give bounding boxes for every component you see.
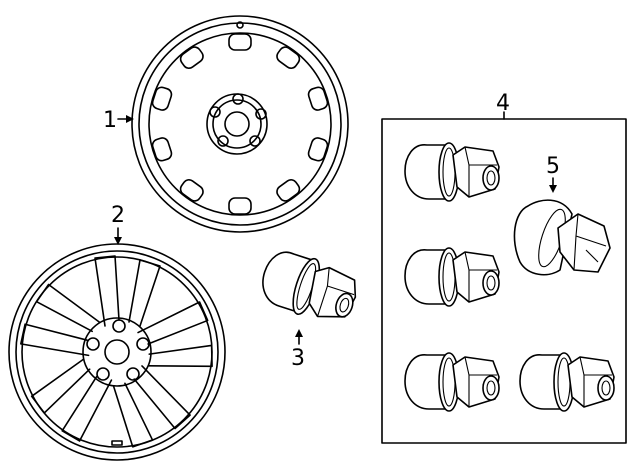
svg-text:5: 5 <box>546 154 560 179</box>
svg-text:1: 1 <box>103 108 117 133</box>
steel-wheel-icon <box>131 15 349 233</box>
callout-3: 3 <box>291 329 305 371</box>
callout-1: 1 <box>103 108 134 133</box>
alloy-wheel-icon <box>8 243 226 461</box>
callout-4: 4 <box>496 91 510 120</box>
lug-nut-icon <box>254 244 364 331</box>
locking-lug-nut-icon <box>513 199 611 276</box>
lug-nut-set-icon <box>381 118 627 444</box>
callout-5: 5 <box>546 154 560 193</box>
svg-text:4: 4 <box>496 91 510 116</box>
svg-text:3: 3 <box>291 346 305 371</box>
svg-text:2: 2 <box>111 203 125 228</box>
callout-2: 2 <box>111 203 125 245</box>
